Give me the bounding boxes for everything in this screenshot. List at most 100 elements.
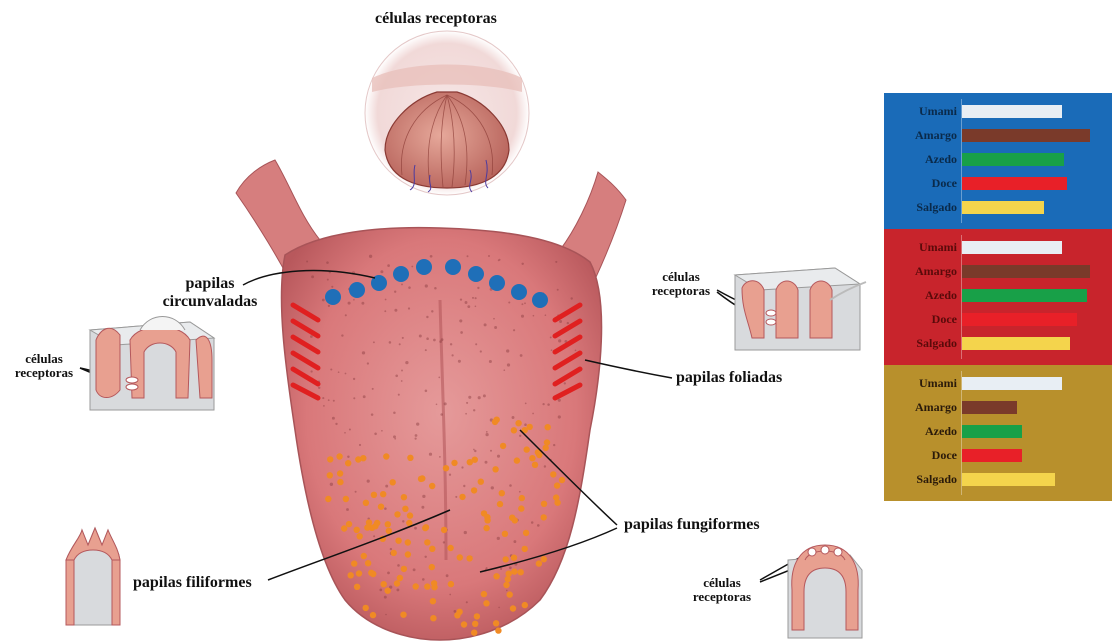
tongue-texture-dot (385, 299, 387, 301)
tongue-texture-dot (318, 387, 320, 389)
taste-panel-red: UmamiAmargoAzedoDoceSalgado (884, 229, 1112, 365)
fungiforme-papilla-dot (459, 494, 465, 500)
foliada-section (735, 268, 866, 350)
fungiforme-papilla-dot (395, 538, 401, 544)
tongue-texture-dot (349, 428, 351, 430)
fungiforme-papilla-dot (451, 460, 457, 466)
circunvalada-papilla-dot (489, 275, 505, 291)
fungiforme-papilla-dot (401, 494, 407, 500)
label-left-cells-line2: receptoras (4, 366, 84, 380)
circunvalada-papilla-dot (532, 292, 548, 308)
fungiforme-papilla-dot (422, 525, 428, 531)
taste-label-salgado: Salgado (884, 200, 957, 215)
tongue-texture-dot (451, 354, 453, 356)
fungiforme-papilla-dot (374, 520, 380, 526)
fungiforme-papilla-dot (457, 554, 463, 560)
tongue-texture-dot (519, 435, 521, 437)
fungiforme-papilla-dot (430, 598, 436, 604)
circunvalada-papilla-dot (393, 266, 409, 282)
fungiforme-papilla-dot (325, 496, 331, 502)
fungiforme-papilla-dot (472, 621, 478, 627)
fungiforme-papilla-dot (541, 556, 547, 562)
taste-bar-amargo (962, 401, 1017, 414)
fungiforme-papilla-dot (394, 580, 400, 586)
tongue-texture-dot (348, 302, 351, 305)
tongue-texture-dot (346, 508, 349, 511)
tongue-texture-dot (439, 340, 442, 343)
tongue-texture-dot (558, 339, 561, 342)
taste-row-umami: Umami (884, 99, 1112, 123)
tongue-texture-dot (330, 483, 333, 486)
fungiforme-papilla-dot (378, 504, 384, 510)
fungiforme-papilla-dot (370, 612, 376, 618)
fungiforme-papilla-dot (511, 427, 517, 433)
tongue-texture-dot (374, 433, 377, 436)
tongue-texture-dot (387, 264, 390, 267)
fungiforme-papilla-dot (443, 465, 449, 471)
tongue-texture-dot (430, 255, 433, 258)
tongue-texture-dot (506, 349, 509, 352)
fungiforme-papilla-dot (337, 470, 343, 476)
fungiforme-papilla-dot (559, 477, 565, 483)
tongue-texture-dot (550, 336, 552, 338)
tongue-texture-dot (396, 588, 399, 591)
tongue-texture-dot (345, 314, 347, 316)
tongue-texture-dot (551, 349, 553, 351)
tongue-texture-dot (355, 491, 357, 493)
tongue-texture-dot (416, 422, 419, 425)
tongue-texture-dot (429, 453, 432, 456)
tongue-texture-dot (509, 484, 512, 487)
label-left-cells-line1: células (4, 352, 84, 366)
fungiforme-papilla-dot (515, 420, 521, 426)
fungiforme-section (788, 545, 862, 638)
tongue-texture-dot (525, 403, 527, 405)
fungiforme-papilla-dot (448, 581, 454, 587)
label-right-receptor-cells: células receptoras (641, 270, 721, 299)
fungiforme-papilla-dot (524, 446, 530, 452)
tongue-texture-dot (372, 388, 374, 390)
tongue-texture-dot (330, 368, 332, 370)
tongue-texture-dot (322, 397, 324, 399)
circunvalada-papilla-dot (445, 259, 461, 275)
taste-bar-azedo (962, 289, 1087, 302)
tongue-texture-dot (408, 307, 410, 309)
tongue-texture-dot (571, 297, 573, 299)
fungiforme-papilla-dot (354, 584, 360, 590)
fungiforme-papilla-dot (471, 487, 477, 493)
tongue-texture-dot (506, 590, 508, 592)
tongue-texture-dot (353, 378, 355, 380)
label-top-receptor-cells: células receptoras (375, 10, 497, 28)
tongue-texture-dot (459, 319, 462, 322)
tongue-texture-dot (460, 331, 463, 334)
tongue-texture-dot (521, 303, 523, 305)
tongue-texture-dot (394, 291, 396, 293)
fungiforme-papilla-dot (361, 553, 367, 559)
fungiforme-papilla-dot (385, 588, 391, 594)
fungiforme-papilla-dot (522, 602, 528, 608)
tongue-texture-dot (493, 318, 495, 320)
taste-row-azedo: Azedo (884, 283, 1112, 307)
taste-bar-umami (962, 241, 1062, 254)
tongue-texture-dot (545, 314, 547, 316)
taste-bar-salgado (962, 337, 1070, 350)
fungiforme-papilla-dot (511, 568, 517, 574)
tongue-texture-dot (394, 309, 397, 312)
fungiforme-papilla-dot (493, 573, 499, 579)
tongue-texture-dot (449, 594, 451, 596)
tongue-texture-dot (402, 337, 404, 339)
tongue-texture-dot (306, 261, 308, 263)
tongue-texture-dot (503, 369, 505, 371)
fungiforme-papilla-dot (430, 615, 436, 621)
tongue-texture-dot (467, 305, 470, 308)
tongue-texture-dot (450, 343, 452, 345)
circunvalada-section (90, 317, 214, 411)
tongue-texture-dot (443, 541, 445, 543)
fungiforme-papilla-dot (391, 550, 397, 556)
taste-row-salgado: Salgado (884, 331, 1112, 355)
taste-row-azedo: Azedo (884, 147, 1112, 171)
tongue-texture-dot (472, 297, 474, 299)
taste-row-doce: Doce (884, 307, 1112, 331)
tongue-texture-dot (484, 323, 487, 326)
fungiforme-papilla-dot (390, 479, 396, 485)
fungiforme-papilla-dot (499, 490, 505, 496)
